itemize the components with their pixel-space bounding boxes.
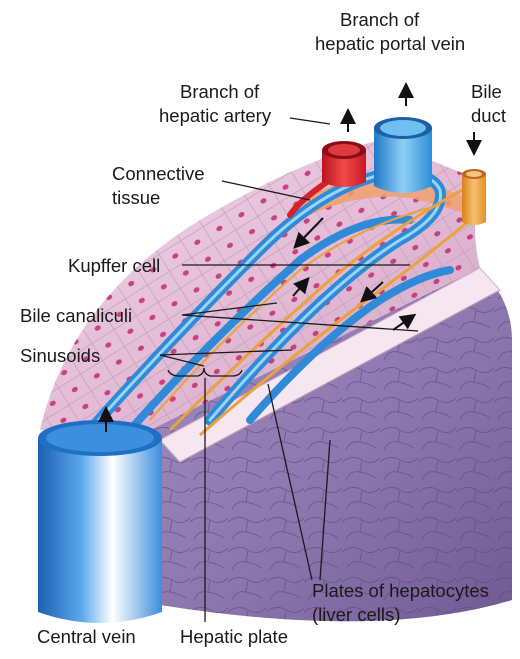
bile-duct-tube bbox=[462, 169, 486, 225]
hepatic-artery-label-line1: Branch of bbox=[180, 81, 260, 102]
kupffer-cell-label: Kupffer cell bbox=[68, 255, 160, 276]
portal-vein-label-line2: hepatic portal vein bbox=[315, 33, 465, 54]
central-vein bbox=[38, 420, 162, 623]
hepatic-artery-branch bbox=[322, 141, 366, 187]
hepatic-artery-label-line2: hepatic artery bbox=[159, 105, 272, 126]
connective-tissue-label-line1: Connective bbox=[112, 163, 205, 184]
bile-duct-label-line2: duct bbox=[471, 105, 506, 126]
connective-tissue-label-line2: tissue bbox=[112, 187, 160, 208]
plates-label-line2: (liver cells) bbox=[312, 604, 400, 625]
sinusoids-label: Sinusoids bbox=[20, 345, 100, 366]
central-vein-label: Central vein bbox=[37, 626, 136, 647]
bile-duct-label-line1: Bile bbox=[471, 81, 502, 102]
portal-vein-label-line1: Branch of bbox=[340, 9, 420, 30]
bile-canaliculi-label: Bile canaliculi bbox=[20, 305, 132, 326]
portal-vein-branch bbox=[374, 117, 432, 193]
hepatic-plate-label: Hepatic plate bbox=[180, 626, 288, 647]
plates-label-line1: Plates of hepatocytes bbox=[312, 580, 489, 601]
